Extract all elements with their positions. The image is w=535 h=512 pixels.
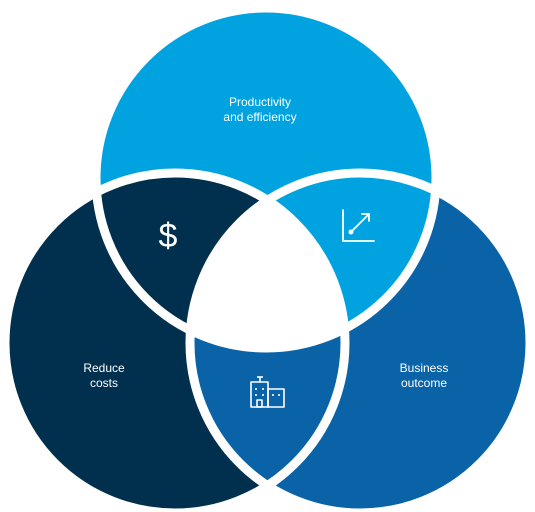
ring-right (185, 168, 535, 512)
ring-top (91, 3, 441, 353)
label-productivity-line2: and efficiency (223, 110, 297, 124)
building-icon (250, 376, 285, 408)
label-reduce-costs-line1: Reduce (83, 361, 125, 375)
label-productivity: Productivity and efficiency (190, 95, 330, 125)
label-productivity-line1: Productivity (228, 95, 292, 109)
label-business-outcome: Business outcome (354, 361, 494, 391)
ring-left (0, 168, 350, 512)
overlap-center (190, 173, 345, 348)
chart-trend-icon (342, 209, 375, 242)
label-reduce-costs: Reduce costs (34, 361, 174, 391)
dollar-icon: $ (159, 217, 178, 255)
label-business-outcome-line1: Business (399, 361, 449, 375)
label-business-outcome-line2: outcome (400, 376, 448, 390)
label-reduce-costs-line2: costs (89, 376, 118, 390)
